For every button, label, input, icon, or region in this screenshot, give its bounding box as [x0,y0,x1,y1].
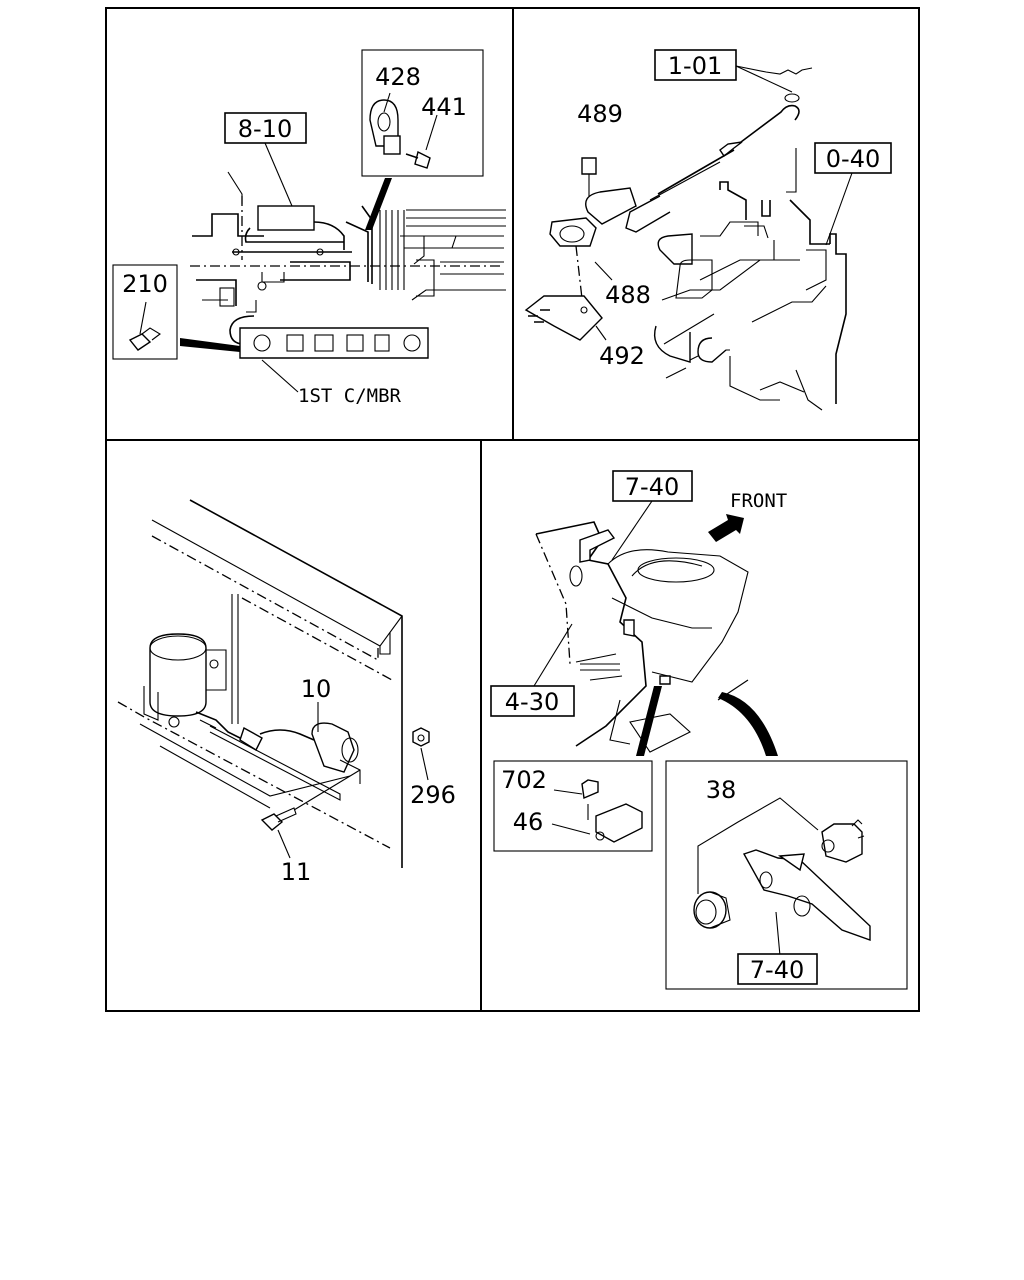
part-label-11: 11 [281,858,312,886]
pedal-area-drawing [535,521,749,756]
ref-label-1-01: 1-01 [668,52,722,80]
panel-top-left [112,49,506,393]
engine-block-drawing [653,148,847,411]
sensor-46-drawing [581,779,643,843]
part-label-10: 10 [301,675,332,703]
part-label-488: 488 [605,281,651,309]
crossmember-note: 1ST C/MBR [298,385,402,407]
ref-label-7-40-bottom: 7-40 [750,956,804,984]
ref-box-4-30 [490,685,575,717]
ref-box-7-40-bottom [737,953,818,985]
bracket-7-40-drawing [742,849,871,941]
ref-box-0-40 [814,142,892,174]
front-arrow-icon [708,514,744,542]
solenoid-drawing [143,633,227,728]
bolt-11-drawing [260,807,297,831]
panel-top-right [524,49,892,411]
ref-label-8-10: 8-10 [238,115,292,143]
rubber-stopper-drawing [693,891,731,929]
nut-296-drawing [412,727,430,747]
switch-38-drawing [821,819,865,863]
inset-bolt-box [112,264,178,360]
panel-bottom-right [490,470,908,990]
callout-labels: 8-10 210 428 441 1ST C/MBR 1-01 0-40 489… [122,52,880,984]
ref-label-7-40-top: 7-40 [625,473,679,501]
hose-drawing [195,594,249,743]
ref-box-1-01 [654,49,737,81]
inset-switch-box [665,760,908,990]
ref-box-7-40-top [612,470,693,502]
part-label-489: 489 [577,100,623,128]
ref-label-210: 210 [122,270,168,298]
throttle-cable-drawing [549,104,800,317]
part-label-46: 46 [513,808,544,836]
bracket-492-drawing [524,295,603,341]
part-label-428: 428 [375,63,421,91]
part-label-702: 702 [501,766,547,794]
crossmember-drawing [239,327,429,359]
clip-drawing [369,99,431,169]
inset-clip-box [361,49,484,177]
ref-label-0-40: 0-40 [826,145,880,173]
switch-10-drawing [239,722,361,784]
panel-bottom-left [117,499,430,868]
inset-sensor-box [493,760,653,852]
ref-label-4-30: 4-30 [505,688,559,716]
diagram-frame [105,7,920,1012]
part-label-38: 38 [706,776,737,804]
frame-rail-drawing [117,499,403,868]
part-label-441: 441 [421,93,467,121]
part-label-492: 492 [599,342,645,370]
bolt-210-drawing [128,301,161,351]
front-direction-label: FRONT [730,490,787,512]
engine-frame-drawing [190,171,506,345]
part-label-296: 296 [410,781,456,809]
